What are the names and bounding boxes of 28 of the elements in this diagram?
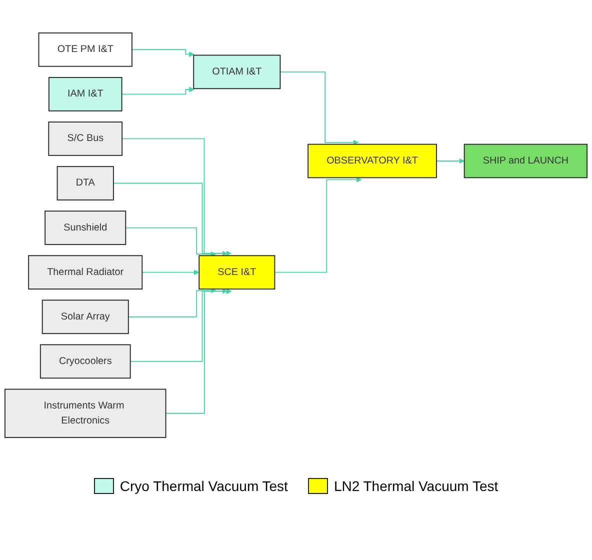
node-box — [42, 299, 129, 334]
arrow — [132, 48, 194, 57]
node-box — [4, 388, 166, 438]
arrow — [112, 182, 228, 256]
node-box — [56, 166, 114, 200]
node-box — [38, 32, 132, 67]
legend-label: Cryo Thermal Vacuum Test — [120, 478, 288, 494]
arrow — [280, 71, 359, 145]
node-box — [464, 144, 588, 178]
node-box — [40, 344, 131, 378]
arrow — [274, 176, 362, 273]
node-box — [48, 76, 122, 112]
node-box — [198, 254, 276, 290]
arrow — [142, 269, 200, 275]
legend-label: LN2 Thermal Vacuum Test — [334, 478, 498, 494]
flowchart-diagram: OTE PM I&T IAM I&T OTIAM I&T OBSERVATORY I&T SHIP and LAUNCH S/C Bus DTA Sunshield Thermal Radiator Solar Array Cryocoolers Instruments Warm Electronics SCE I&T — [0, 28, 592, 442]
arrow — [165, 288, 232, 414]
node-box — [28, 254, 143, 290]
node-box — [308, 144, 437, 178]
arrow — [128, 288, 216, 318]
arrow — [121, 86, 194, 94]
arrow — [436, 158, 465, 164]
arrow — [122, 138, 232, 256]
node-box — [193, 54, 281, 89]
arrow — [130, 288, 228, 362]
node-box — [44, 210, 126, 245]
arrow — [125, 227, 216, 257]
node-box — [48, 121, 123, 156]
